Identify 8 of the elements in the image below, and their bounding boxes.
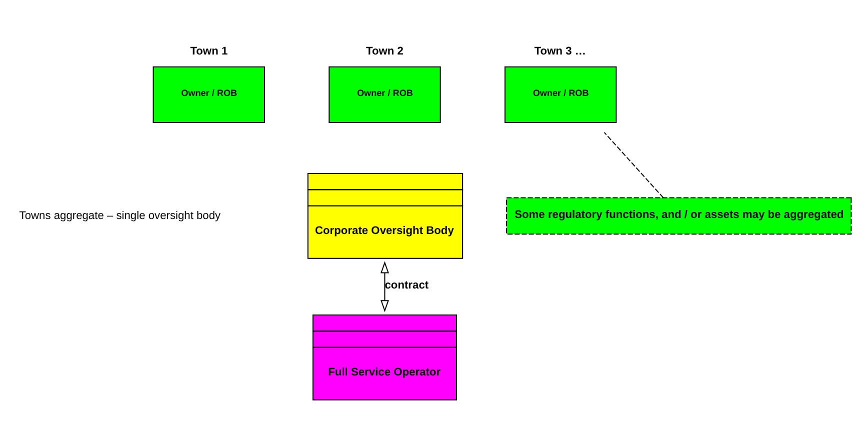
node-label: Town 3 … xyxy=(534,46,586,58)
arrow xyxy=(380,261,389,312)
node-label: Town 1 xyxy=(190,46,228,58)
connector xyxy=(604,132,664,198)
edge-label: contract xyxy=(384,280,429,292)
node-label: Town 2 xyxy=(366,46,404,58)
label: Towns aggregate – single oversight body xyxy=(19,210,221,222)
node-box: Some regulatory functions, and / or assets may be aggregated xyxy=(506,197,852,235)
